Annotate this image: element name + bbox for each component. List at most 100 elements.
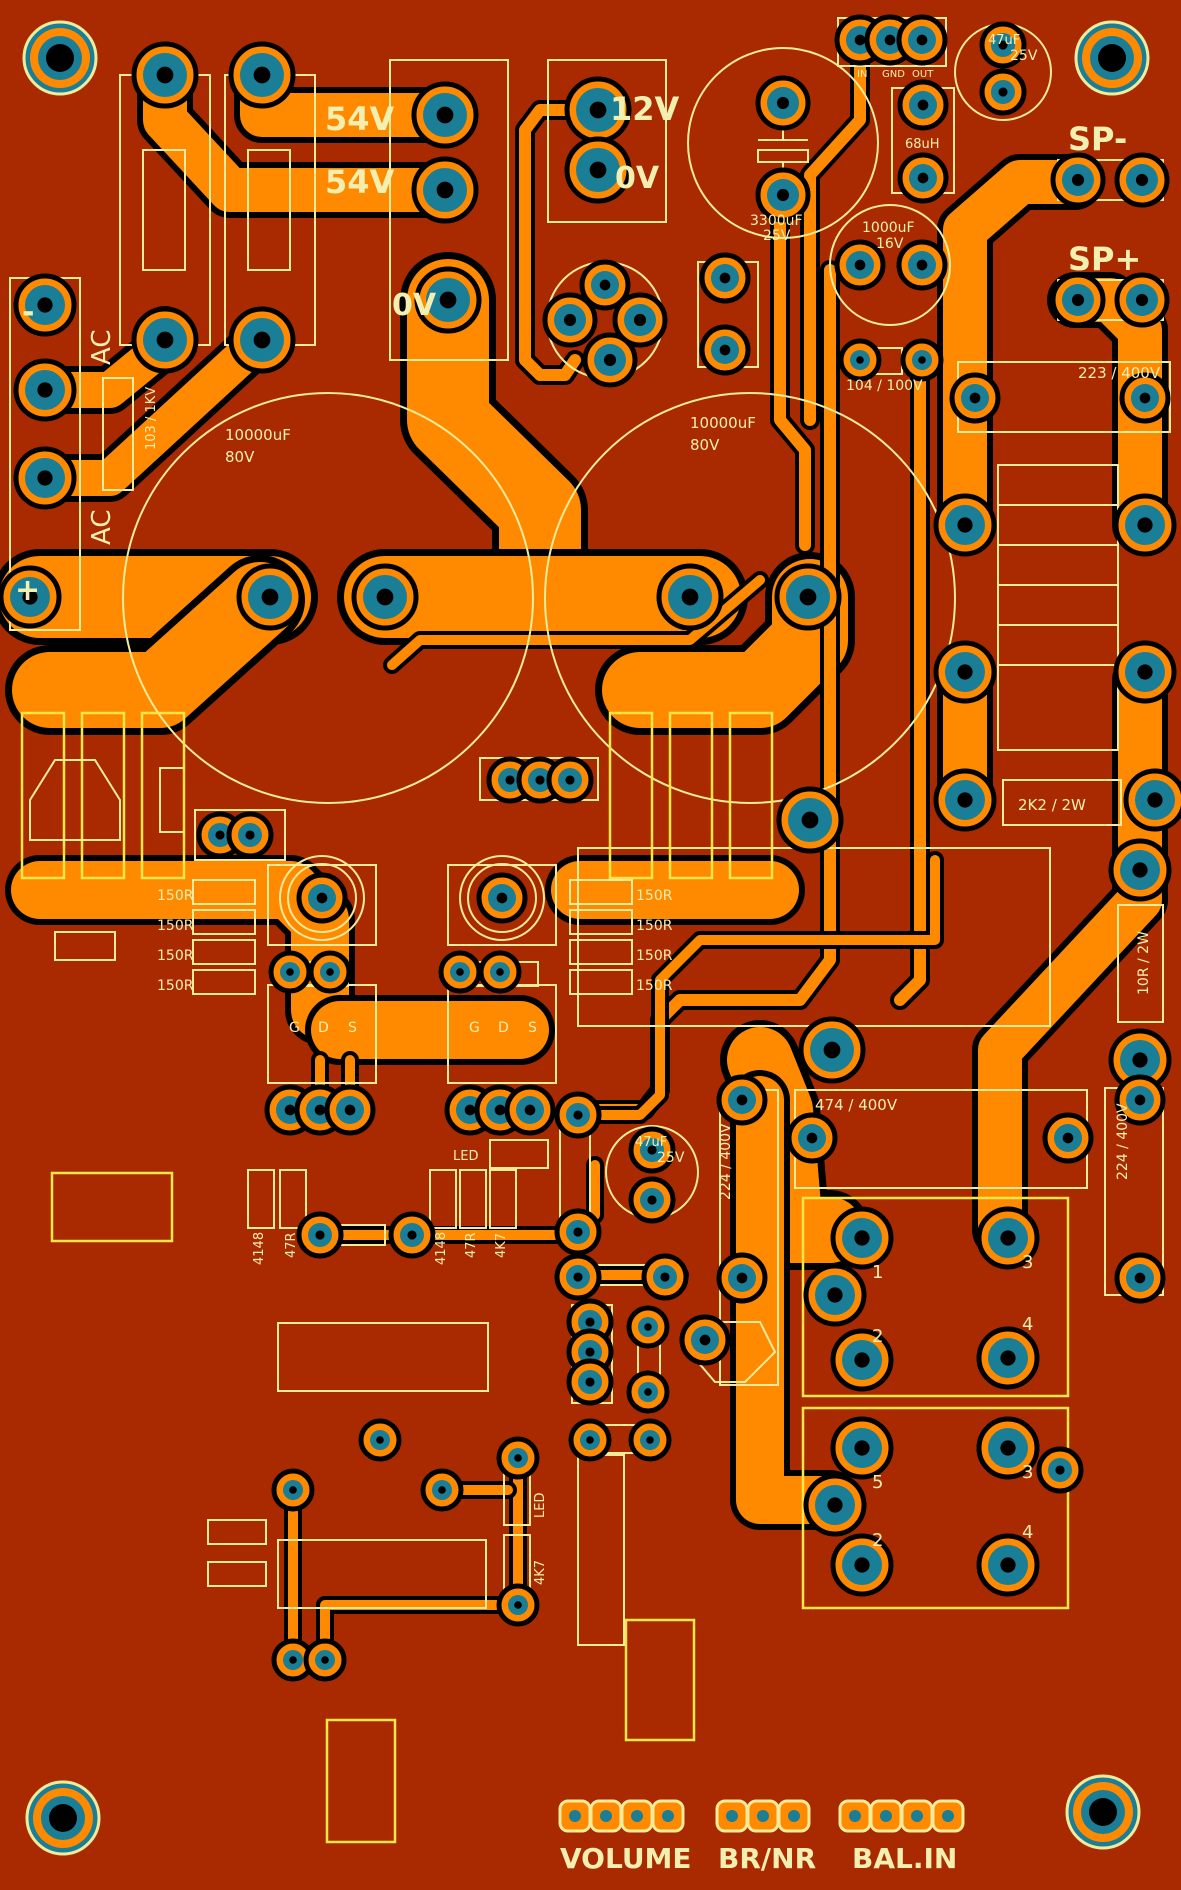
pad-led2-a-drill	[514, 1454, 522, 1462]
pad-rbank-a-drill	[957, 517, 973, 533]
pad-trim-3-drill	[565, 775, 575, 785]
pad-heatsink-2-drill	[823, 1041, 841, 1059]
pad-c47t-a-drill	[998, 40, 1008, 50]
pad-fuse-l-bot-drill	[156, 331, 174, 349]
pad-k1-4-drill	[1000, 1350, 1016, 1366]
pad-c-fet-r-b-drill	[496, 968, 504, 976]
pad-aux-1-drill	[719, 272, 731, 284]
label-k1-pin3: 3	[1022, 1252, 1033, 1273]
pad-c1000-b-drill	[916, 259, 928, 271]
label-volume: VOLUME	[560, 1842, 692, 1875]
label-reg-gnd: GND	[882, 69, 905, 80]
pad-reg2-out-drill	[585, 1377, 595, 1387]
pad-ac-2-drill	[37, 470, 53, 486]
pad-relay-coil-drill	[1055, 1465, 1065, 1475]
pad-c-reg2-a-drill	[644, 1323, 652, 1331]
resistor-2k2-outline	[1002, 779, 1122, 826]
cap-10000uf-left-outline	[122, 392, 534, 804]
pad-volume-pin-1-drill	[569, 1810, 581, 1822]
pad-led-a-drill	[573, 1110, 583, 1120]
mounting-hole-top-left	[22, 20, 98, 96]
label-cap-103: 103 / 1KV	[144, 387, 159, 450]
label-d4148-b: 4148	[434, 1232, 449, 1265]
pad-cap-right-plus-drill	[681, 588, 699, 606]
pad-c-reg2-b-drill	[644, 1388, 652, 1396]
pad-c104-a-drill	[856, 356, 864, 364]
fuse-body-right	[247, 149, 291, 271]
mounting-hole-bottom-left	[25, 1780, 101, 1856]
pad-ac-plus-drill	[22, 589, 38, 605]
label-cap-3300-value: 3300uF	[750, 213, 803, 229]
pad-fet-r-s-drill	[524, 1104, 536, 1116]
pad-reg-out-drill	[916, 34, 928, 46]
pad-k1-1-drill	[854, 1230, 870, 1246]
pad-ac-1-drill	[37, 382, 53, 398]
label-reg-out: OUT	[912, 69, 934, 80]
label-cap-47-top-voltage: 25V	[1010, 48, 1038, 64]
pad-led-b-drill	[573, 1227, 583, 1237]
pad-reg-gnd-drill	[884, 34, 896, 46]
pad-r10r-a-drill	[1132, 862, 1148, 878]
label-r47-a: 47R	[284, 1232, 299, 1258]
label-k1-pin1: 1	[872, 1262, 883, 1283]
pad-ic-a-drill	[289, 1486, 297, 1494]
pad-fet-r-d-drill	[494, 1104, 506, 1116]
pad-c224l-a-drill	[736, 1094, 748, 1106]
pad-bal-in-pin-3-drill	[911, 1810, 923, 1822]
pad-small-shape-drill	[699, 1334, 711, 1346]
pad-fet-l-d-drill	[314, 1104, 326, 1116]
pad-rbank-d-drill	[1137, 664, 1153, 680]
pad-ind-a-drill	[917, 99, 929, 111]
pad-r10r-b-drill	[1132, 1052, 1148, 1068]
label-r150-right-2: 150R	[636, 918, 673, 934]
label-gate-right-s: S	[528, 1020, 537, 1036]
pad-br-nr-pin-1-drill	[726, 1810, 738, 1822]
label-gate-left-s: S	[348, 1020, 357, 1036]
label-r2k2: 2K2 / 2W	[1018, 796, 1086, 814]
mounting-holes	[22, 20, 1150, 1856]
pad-volume-pin-4-drill	[662, 1810, 674, 1822]
pad-k1-3-drill	[1000, 1230, 1016, 1246]
label-cap-right-voltage: 80V	[690, 436, 720, 454]
pad-via-b-drill	[438, 1486, 446, 1494]
pad-fuse-r-top-drill	[253, 66, 271, 84]
pad-rbank-b-drill	[1137, 517, 1153, 533]
pad-d-b1-drill	[573, 1272, 583, 1282]
label-r4k7-b: 4K7	[533, 1560, 548, 1585]
pad-k2-5-drill	[827, 1497, 843, 1513]
pad-c47m-b-drill	[647, 1195, 657, 1205]
pad-spp-b-drill	[1135, 293, 1149, 307]
label-r150-right-3: 150R	[636, 948, 673, 964]
pad-bridge-3-drill	[599, 279, 611, 291]
label-54v-a: 54V	[325, 100, 395, 138]
label-k2-pin3: 3	[1022, 1462, 1033, 1483]
pad-fuse-r-bot-drill	[253, 331, 271, 349]
pad-k2-3-drill	[1000, 1440, 1016, 1456]
pad-reg-in-drill	[854, 34, 866, 46]
pad-c474-a-drill	[806, 1132, 818, 1144]
pad-spm-b-drill	[1135, 173, 1149, 187]
pad-k2-4-drill	[1000, 1557, 1016, 1573]
label-cap-224-right: 224 / 400V	[1115, 1103, 1131, 1180]
pad-bal-in-pin-1-drill	[849, 1810, 861, 1822]
label-cap-47-mid-voltage: 25V	[657, 1150, 685, 1166]
pad-ic-c-drill	[321, 1656, 329, 1664]
pad-bridge-2-drill	[633, 313, 647, 327]
pad-0v-aux-drill	[589, 161, 607, 179]
mounting-hole-bottom-right	[1065, 1774, 1141, 1850]
cap-3300uf-outline	[687, 47, 879, 239]
small-pad-outline	[54, 931, 116, 961]
label-cap-1000-voltage: 16V	[876, 236, 904, 252]
pad-fet-l-g-drill	[284, 1104, 296, 1116]
label-d4148-a: 4148	[252, 1232, 267, 1265]
pad-reg2-gnd-drill	[585, 1347, 595, 1357]
pad-via-a-drill	[376, 1436, 384, 1444]
label-k2-pin4: 4	[1022, 1522, 1033, 1543]
label-cap-1000-value: 1000uF	[862, 220, 915, 236]
pad-reg2-in-drill	[585, 1317, 595, 1327]
label-k1-pin4: 4	[1022, 1314, 1033, 1335]
pad-54v-b-drill	[436, 181, 454, 199]
jumper-outline	[194, 809, 286, 861]
label-ac-bottom: AC	[87, 510, 117, 545]
